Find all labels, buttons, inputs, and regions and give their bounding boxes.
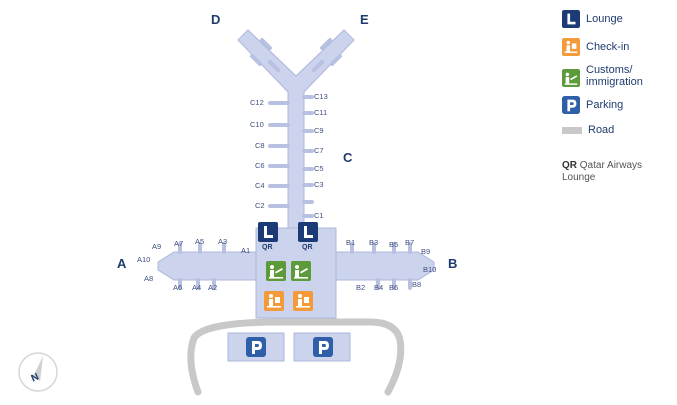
legend-road-label: Road [588, 124, 615, 136]
gate-label: C1 [314, 211, 324, 220]
gate-label: A10 [137, 255, 150, 264]
gate-label: A9 [152, 242, 161, 251]
letter-l-icon [562, 10, 580, 28]
gate-label: C2 [255, 201, 265, 210]
lounge-icon[interactable] [258, 222, 278, 242]
gate-label: C13 [314, 92, 328, 101]
gate-label: C4 [255, 181, 265, 190]
check-in-passenger-icon[interactable] [293, 291, 313, 311]
gate-label: C12 [250, 98, 264, 107]
pier-label-d: D [211, 12, 220, 27]
gate-label: A6 [173, 283, 182, 292]
gate-label: C9 [314, 126, 324, 135]
gate-label: A4 [192, 283, 201, 292]
letter-p-icon [313, 337, 333, 357]
legend-parking-label: Parking [586, 99, 624, 111]
qr-code-label: QR [562, 160, 577, 171]
gate-label: B10 [423, 265, 436, 274]
lounge-tag: QR [262, 244, 273, 251]
parking-lot-right[interactable] [293, 332, 351, 362]
gate-label: C6 [255, 161, 265, 170]
gate-label: C11 [314, 108, 327, 117]
lounge-icon[interactable] [298, 222, 318, 242]
gate-label: B5 [389, 240, 398, 249]
legend-customs: Customs/ immigration [562, 64, 643, 88]
check-in-passenger-icon [562, 38, 580, 56]
gate-label: B2 [356, 283, 365, 292]
north-arrow-icon: N [18, 352, 58, 392]
gate-stubs [178, 95, 412, 290]
customs-officer-icon [562, 69, 580, 87]
access-road [187, 318, 405, 396]
gate-label: B4 [374, 283, 383, 292]
legend-customs-label-line1: Customs/ [586, 64, 633, 76]
gate-label: C7 [314, 146, 324, 155]
y-arm-gate-stubs [250, 38, 342, 72]
gate-label: A7 [174, 239, 183, 248]
lounge-tag: QR [302, 244, 313, 251]
gate-label: C8 [255, 141, 265, 150]
compass-label: N [30, 372, 41, 385]
legend-checkin-label: Check-in [586, 41, 630, 53]
pier-label-a: A [117, 256, 127, 271]
check-in-passenger-icon[interactable] [264, 291, 284, 311]
parking-lot-left[interactable] [227, 332, 285, 362]
gate-label: C3 [314, 180, 324, 189]
gate-label: B8 [412, 280, 421, 289]
road-swatch [562, 127, 582, 134]
legend-lounge: Lounge [562, 10, 623, 28]
customs-officer-icon[interactable] [291, 261, 311, 281]
gate-label: A5 [195, 237, 204, 246]
gate-label: C5 [314, 164, 324, 173]
gate-label: B6 [389, 283, 398, 292]
gate-label: A8 [144, 274, 153, 283]
pier-label-b: B [448, 256, 457, 271]
legend-road: Road [562, 124, 614, 136]
pier-label-e: E [360, 12, 369, 27]
letter-p-icon [562, 96, 580, 114]
letter-p-icon [246, 337, 266, 357]
gate-label: A2 [208, 283, 217, 292]
legend-parking: Parking [562, 96, 623, 114]
gate-label: A1 [241, 246, 250, 255]
gate-label: C10 [250, 120, 264, 129]
gate-label: B7 [405, 238, 414, 247]
customs-officer-icon[interactable] [266, 261, 286, 281]
qr-lounge-note: QR Qatar Airways Lounge [562, 160, 672, 184]
legend-customs-label-line2: immigration [586, 76, 643, 88]
legend-checkin: Check-in [562, 38, 629, 56]
gate-label: B3 [369, 238, 378, 247]
gate-label: B1 [346, 238, 355, 247]
gate-label: B9 [421, 247, 430, 256]
legend-lounge-label: Lounge [586, 13, 623, 25]
pier-label-c: C [343, 150, 353, 165]
gate-label: A3 [218, 237, 227, 246]
qr-lounge-description: Qatar Airways Lounge [562, 160, 643, 183]
